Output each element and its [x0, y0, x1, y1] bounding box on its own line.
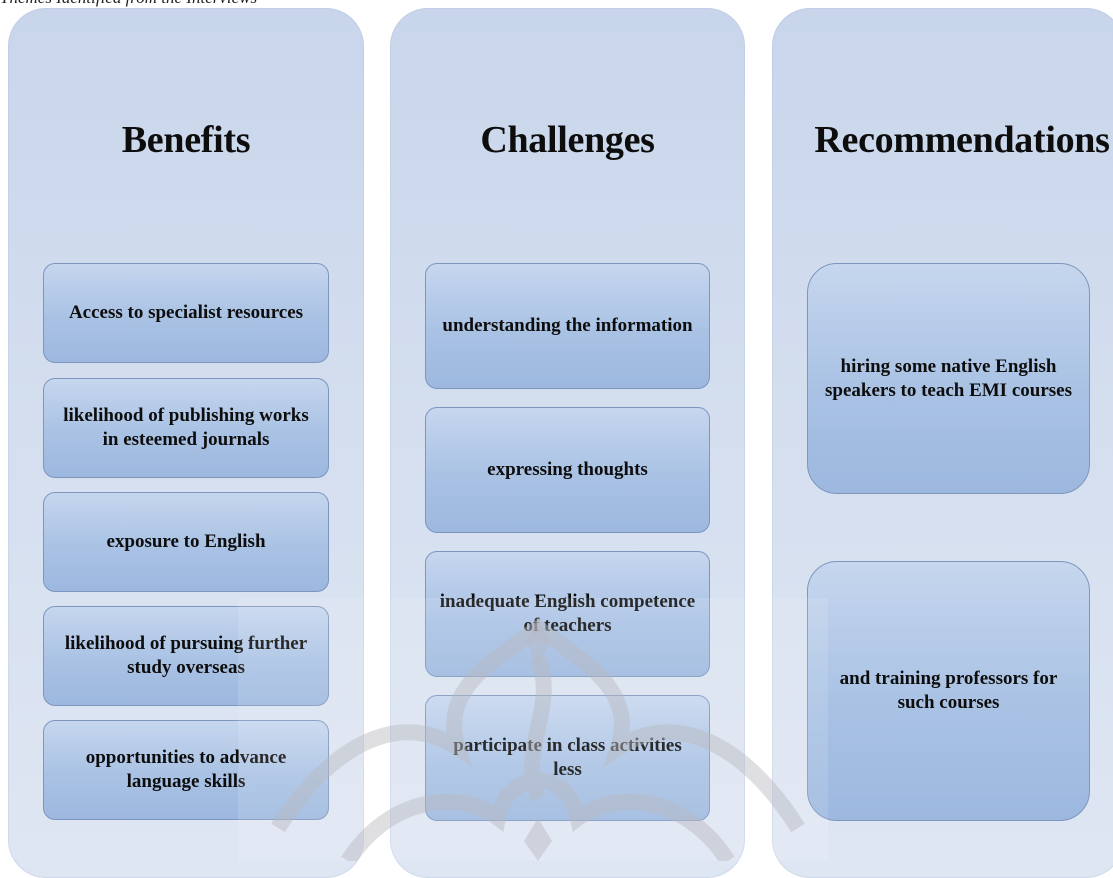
benefits-title: Benefits — [121, 119, 251, 161]
challenge-item: participate in class activities less — [425, 695, 710, 821]
recommendations-title: Recommendations — [814, 119, 1110, 161]
challenge-item: understanding the information — [425, 263, 710, 389]
benefit-item: likelihood of publishing works in esteem… — [43, 378, 329, 478]
challenge-item: expressing thoughts — [425, 407, 710, 533]
benefit-item: exposure to English — [43, 492, 329, 592]
benefit-item: Access to specialist resources — [43, 263, 329, 363]
benefit-item: likelihood of pursuing further study ove… — [43, 606, 329, 706]
benefits-column: Benefits Access to specialist resources … — [8, 8, 364, 878]
recommendations-column: Recommendations hiring some native Engli… — [772, 8, 1113, 878]
challenges-title: Challenges — [480, 119, 655, 161]
benefit-item: opportunities to advance language skills — [43, 720, 329, 820]
recommendation-item: hiring some native English speakers to t… — [807, 263, 1090, 494]
recommendation-item: and training professors for such courses — [807, 561, 1090, 821]
challenge-item: inadequate English competence of teacher… — [425, 551, 710, 677]
figure-caption: Themes Identified from the Interviews — [0, 0, 257, 8]
challenges-column: Challenges understanding the information… — [390, 8, 745, 878]
